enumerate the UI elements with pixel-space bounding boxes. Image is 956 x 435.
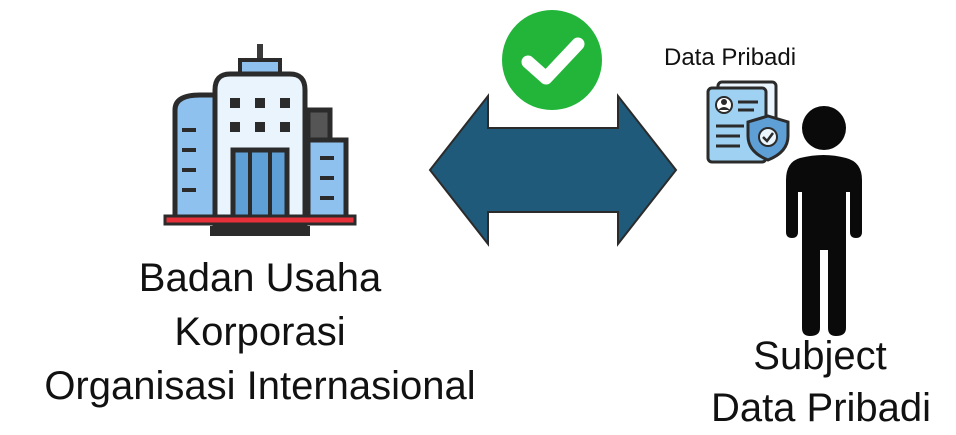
person-silhouette-icon [786,106,862,336]
left-entity-line-3: Organisasi Internasional [44,364,476,408]
right-entity-line-1: Subject [753,334,887,378]
left-entity-line-1: Badan Usaha [138,256,382,300]
left-entity-line-2: Korporasi [174,310,346,354]
right-entity-line-2: Data Pribadi [710,386,932,430]
checkmark-icon [496,6,610,120]
personal-data-document-shield-icon [706,80,790,164]
double-arrow-icon [428,93,678,247]
office-building-icon [163,44,357,236]
document-label: Data Pribadi [664,44,797,71]
